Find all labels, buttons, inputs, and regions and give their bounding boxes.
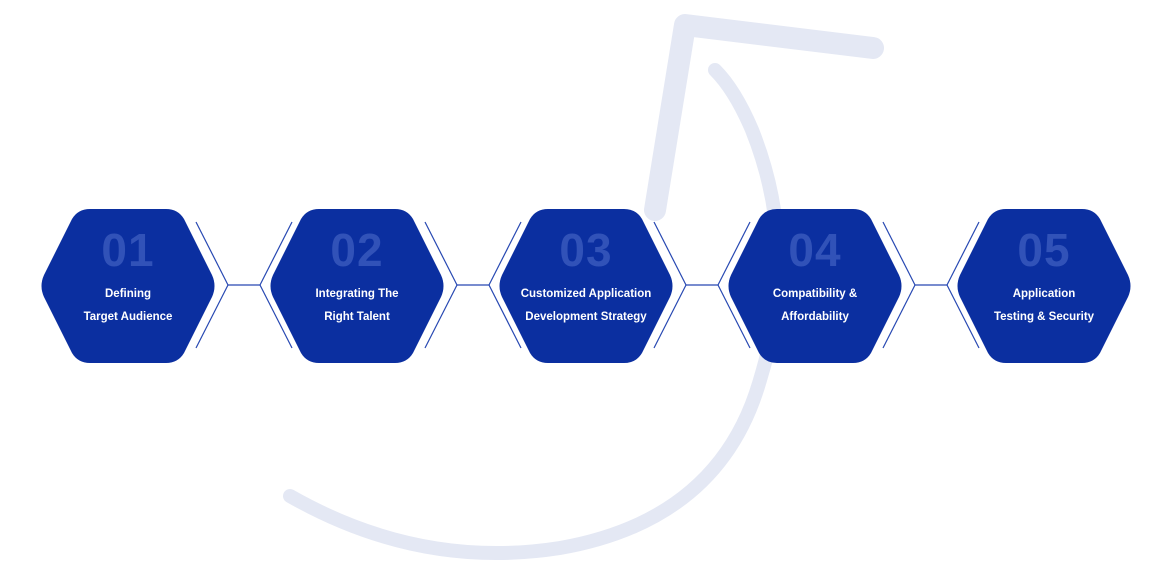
hexagon-shape <box>728 209 902 363</box>
connectors <box>195 221 980 349</box>
step-title-line1: Application <box>1012 288 1076 300</box>
step-title-line1: Defining <box>105 288 151 300</box>
step-title-line2: Affordability <box>781 311 849 323</box>
step-01: 01 Defining Target Audience <box>38 205 218 367</box>
step-title-line2: Testing & Security <box>993 311 1095 323</box>
hexagon-shape <box>499 209 673 363</box>
hexagon-shape <box>270 209 444 363</box>
step-number: 02 <box>330 224 384 276</box>
step-03: 03 Customized Application Development St… <box>496 205 676 367</box>
step-title-line2: Development Strategy <box>525 311 647 323</box>
step-number: 04 <box>788 224 842 276</box>
curved-arc <box>283 63 786 561</box>
step-number: 01 <box>101 224 155 276</box>
step-number: 05 <box>1017 224 1071 276</box>
step-02: 02 Integrating The Right Talent <box>267 205 447 367</box>
step-title-line1: Integrating The <box>315 288 399 300</box>
step-title-line1: Customized Application <box>520 288 652 300</box>
step-number: 03 <box>559 224 613 276</box>
hexagon-shape <box>41 209 215 363</box>
step-title-line2: Target Audience <box>83 311 173 323</box>
step-05: 05 Application Testing & Security <box>954 205 1134 367</box>
arrow-head <box>644 14 884 221</box>
step-04: 04 Compatibility & Affordability <box>725 205 905 367</box>
hexagon-shape <box>957 209 1131 363</box>
step-title-line2: Right Talent <box>324 311 390 323</box>
step-title-line1: Compatibility & <box>772 288 858 300</box>
